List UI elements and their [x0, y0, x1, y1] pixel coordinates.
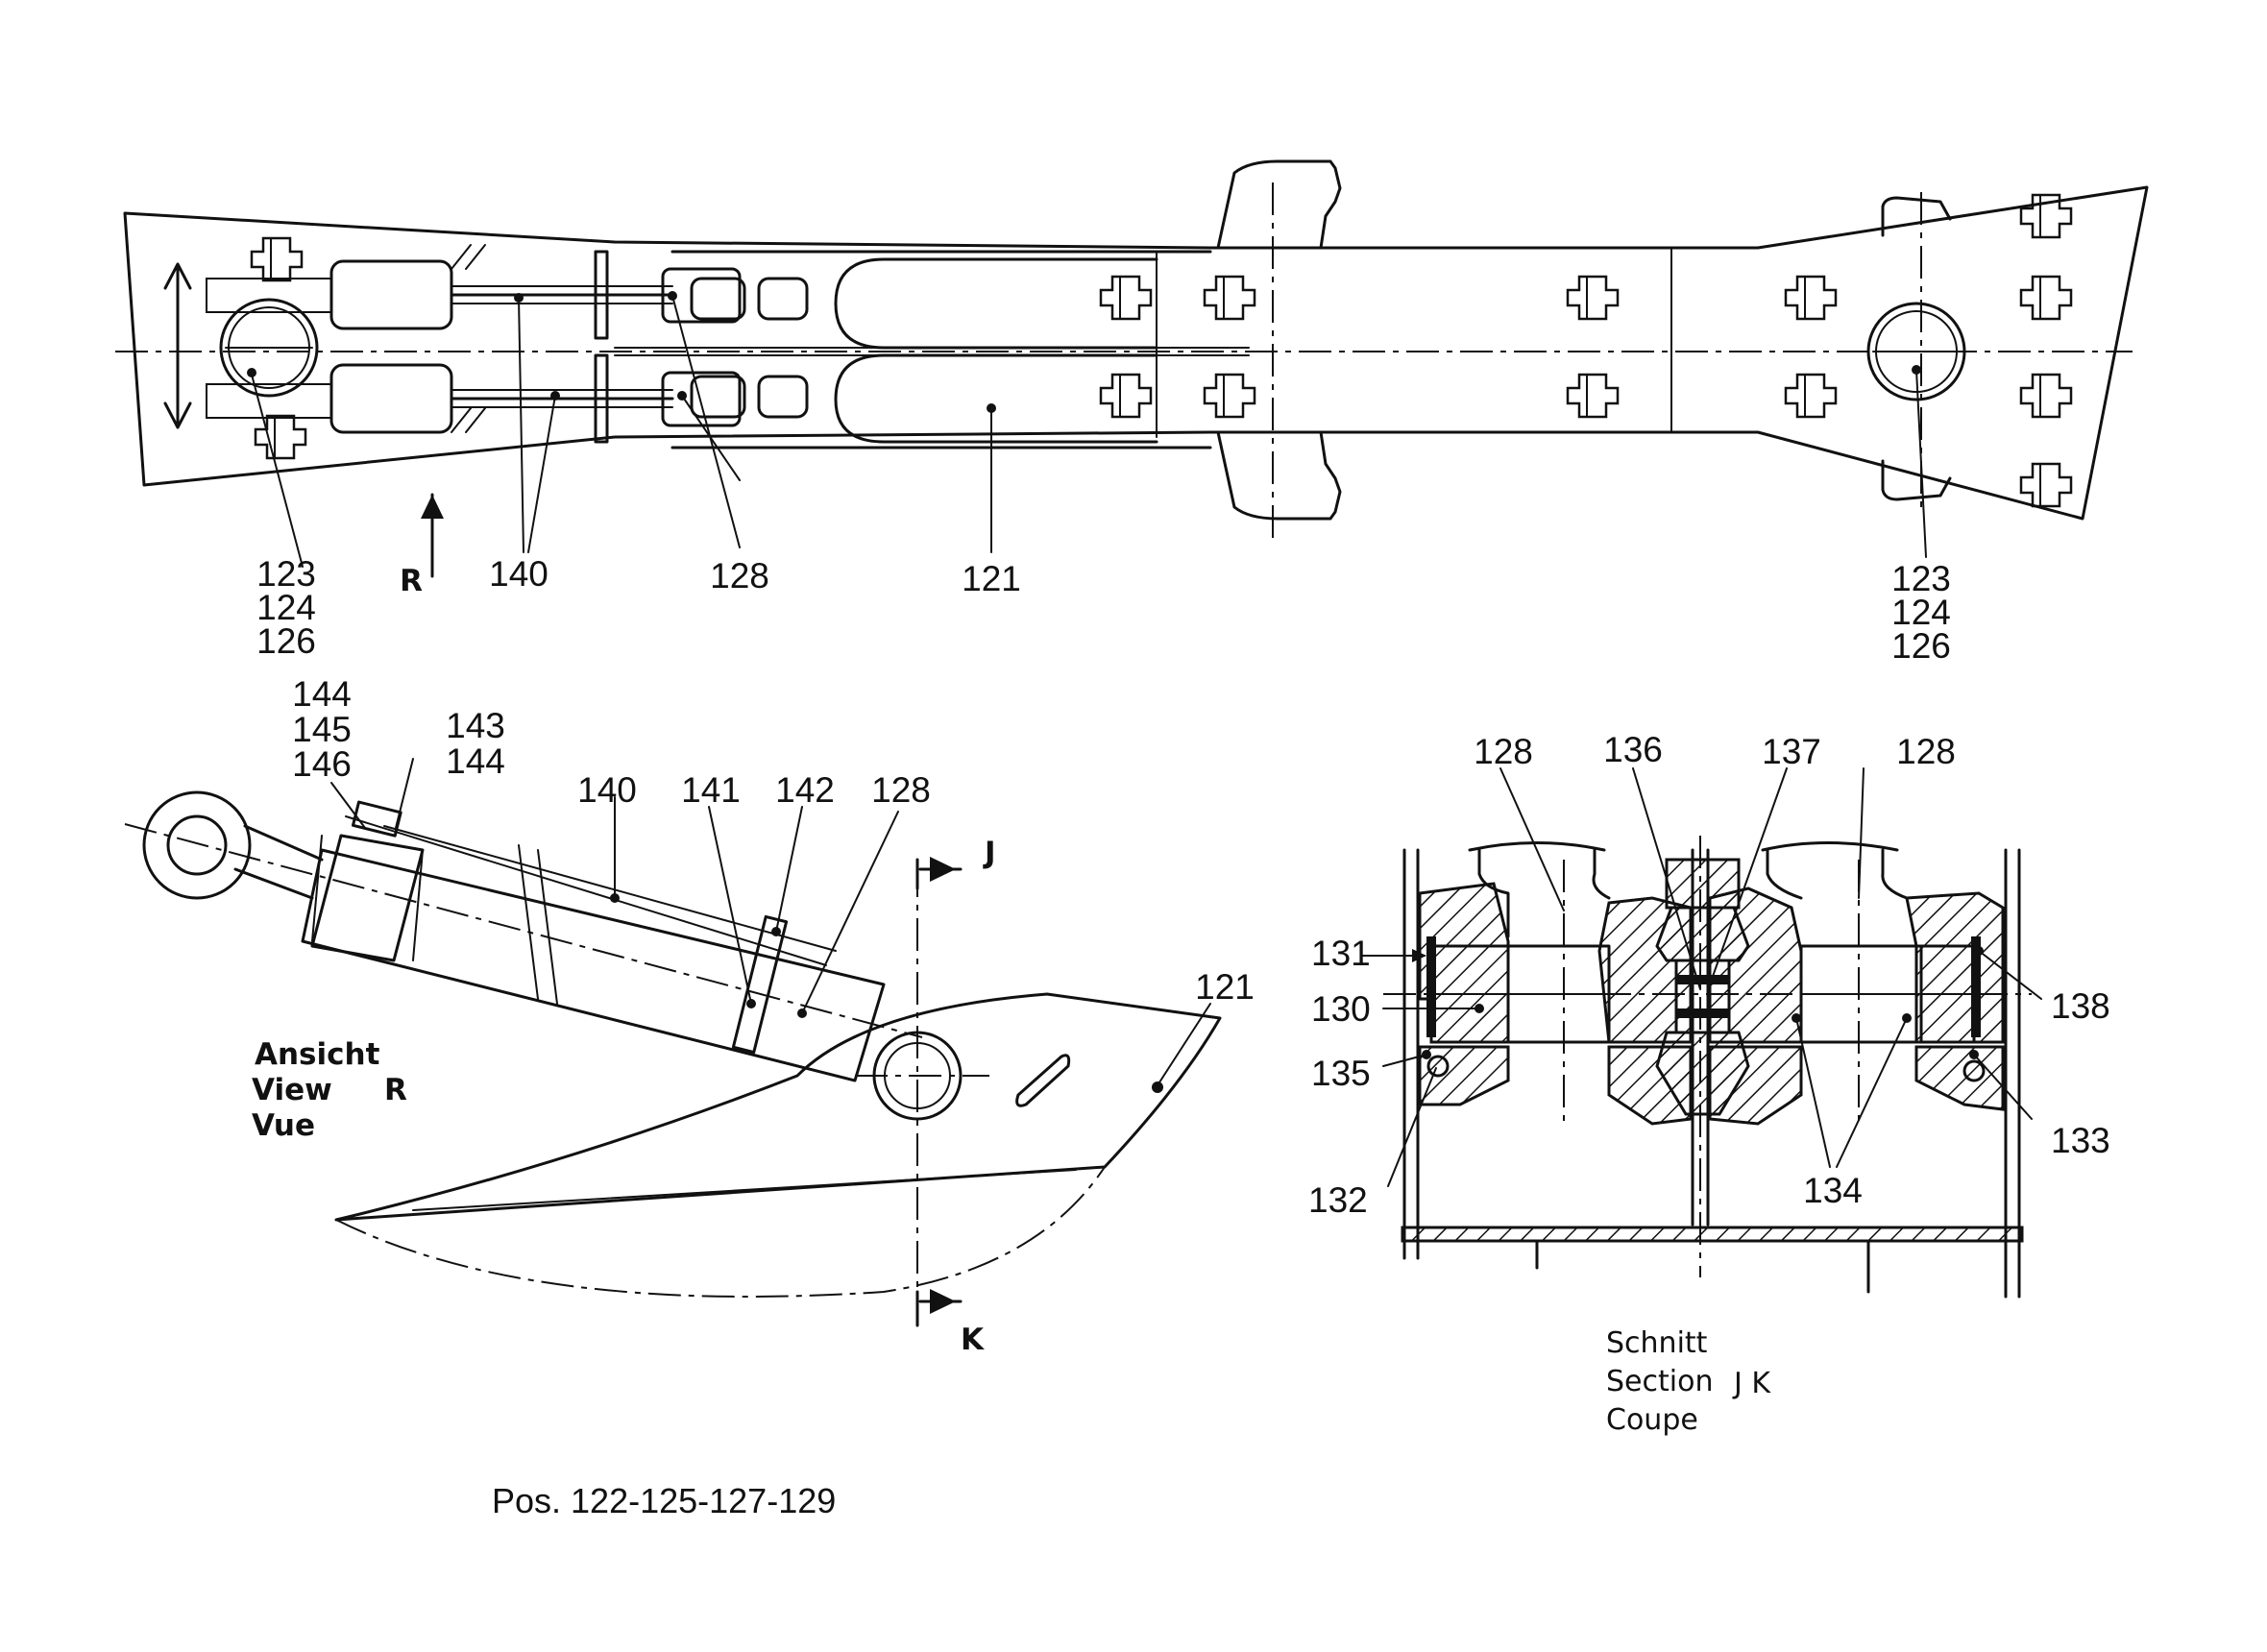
- label-128-section-left: 128: [1474, 732, 1533, 771]
- label-128-top: 128: [710, 556, 769, 595]
- top-view: 123 124 126 R 140 128 121 123 124 126: [115, 159, 2149, 666]
- label-134: 134: [1803, 1171, 1863, 1210]
- label-143: 143: [446, 706, 505, 745]
- label-145: 145: [292, 710, 352, 749]
- label-137: 137: [1762, 732, 1821, 771]
- label-123-left: 123: [256, 554, 316, 594]
- label-view-arrow-r: R: [400, 564, 423, 598]
- cylinder-eye: [142, 790, 252, 900]
- positions-footer: Pos. 122-125-127-129: [492, 1481, 836, 1520]
- label-128-section-right: 128: [1896, 732, 1956, 771]
- label-128-side: 128: [871, 770, 931, 810]
- cylinder-lower: [206, 353, 742, 444]
- caption-ansicht: Ansicht: [255, 1037, 380, 1072]
- label-135: 135: [1311, 1054, 1371, 1093]
- lug-top: [1216, 159, 1342, 250]
- label-124-left: 124: [256, 588, 316, 627]
- caption-view-letter: R: [384, 1073, 407, 1107]
- caption-view: View: [252, 1073, 332, 1107]
- left-pin: [219, 298, 319, 398]
- label-140-top: 140: [489, 554, 548, 594]
- label-136: 136: [1603, 730, 1663, 769]
- label-141: 141: [681, 770, 741, 810]
- lug-bottom: [1216, 430, 1342, 521]
- section-view: 128 136 137 128 131 130 135 132 138 133 …: [1308, 730, 2110, 1437]
- label-131: 131: [1311, 934, 1371, 973]
- label-133: 133: [2051, 1121, 2110, 1160]
- caption-schnitt: Schnitt: [1606, 1326, 1708, 1360]
- label-126-right: 126: [1891, 626, 1951, 666]
- right-pin: [1866, 302, 1966, 401]
- side-frame: [334, 992, 1222, 1222]
- label-130: 130: [1311, 989, 1371, 1029]
- caption-coupe: Coupe: [1606, 1403, 1698, 1437]
- label-138: 138: [2051, 986, 2110, 1026]
- right-lug-bottom: [1881, 459, 1952, 501]
- label-144-b: 144: [446, 741, 505, 781]
- label-144-a: 144: [292, 674, 352, 714]
- right-lug-top: [1881, 196, 1952, 237]
- label-121-side: 121: [1195, 967, 1255, 1007]
- label-121-top: 121: [962, 559, 1021, 598]
- label-126-left: 126: [256, 621, 316, 661]
- label-123-right: 123: [1891, 559, 1951, 598]
- caption-section-letters: J K: [1732, 1367, 1771, 1400]
- label-140-side: 140: [577, 770, 637, 810]
- side-view: 144 145 146 143 144 140 141 142 128 121 …: [124, 674, 1255, 1357]
- label-132: 132: [1308, 1180, 1368, 1220]
- label-cut-k: K: [961, 1323, 985, 1357]
- label-142: 142: [775, 770, 835, 810]
- side-cylinder: [301, 815, 886, 1082]
- label-cut-j: J: [983, 836, 996, 870]
- frame-outline: [123, 185, 2149, 521]
- caption-section: Section: [1606, 1365, 1713, 1398]
- cylinder-upper: [206, 250, 742, 340]
- caption-vue: Vue: [252, 1108, 315, 1143]
- label-146: 146: [292, 744, 352, 784]
- label-124-right: 124: [1891, 593, 1951, 632]
